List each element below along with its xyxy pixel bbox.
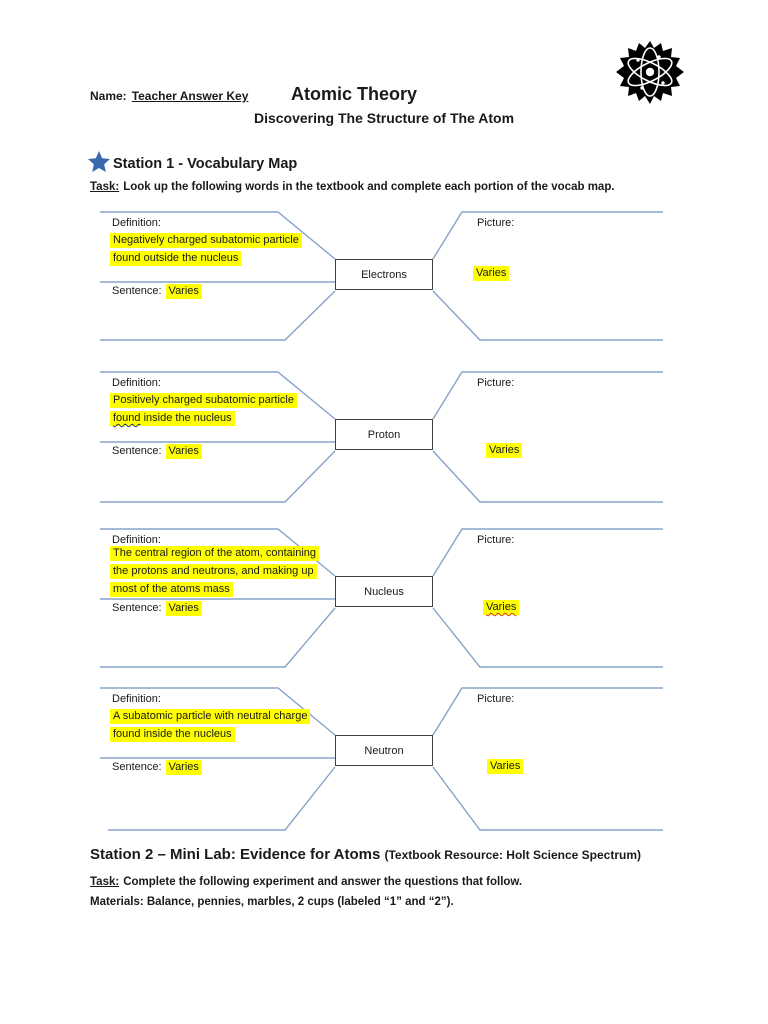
sentence-line: Sentence:Varies bbox=[112, 284, 202, 299]
vocab-connector-lines bbox=[100, 371, 663, 503]
picture-label: Picture: bbox=[477, 693, 515, 705]
picture-label: Picture: bbox=[477, 534, 515, 546]
definition-answer: Positively charged subatomic particle fo… bbox=[110, 393, 297, 430]
definition-line: the protons and neutrons, and making up bbox=[110, 564, 317, 579]
picture-answer: Varies bbox=[486, 443, 523, 458]
station2-heading: Station 2 – Mini Lab: Evidence for Atoms… bbox=[90, 846, 641, 863]
station1-heading: Station 1 - Vocabulary Map bbox=[88, 151, 298, 172]
sentence-answer: Varies bbox=[165, 601, 202, 616]
definition-line: A subatomic particle with neutral charge bbox=[110, 709, 311, 724]
star-icon bbox=[88, 151, 110, 172]
definition-label: Definition: bbox=[112, 217, 161, 229]
term-box: Neutron bbox=[335, 735, 433, 766]
picture-answer: Varies bbox=[483, 600, 520, 615]
page-title: Atomic Theory bbox=[290, 84, 418, 104]
task-label: Task: bbox=[90, 181, 120, 193]
vocab-connector-lines bbox=[100, 687, 663, 831]
name-line: Name: Teacher Answer Key bbox=[90, 89, 248, 103]
definition-label: Definition: bbox=[112, 534, 161, 546]
name-label: Name: bbox=[90, 89, 127, 103]
sentence-label: Sentence: bbox=[112, 285, 162, 297]
definition-line: most of the atoms mass bbox=[110, 582, 233, 597]
definition-answer: Negatively charged subatomic particle fo… bbox=[110, 233, 302, 270]
vocab-connector-lines bbox=[100, 211, 663, 341]
definition-label: Definition: bbox=[112, 693, 161, 705]
sentence-line: Sentence:Varies bbox=[112, 601, 202, 616]
name-value: Teacher Answer Key bbox=[131, 89, 249, 103]
sentence-line: Sentence:Varies bbox=[112, 760, 202, 775]
task-text: Complete the following experiment and an… bbox=[123, 876, 523, 888]
term-label: Electrons bbox=[361, 268, 407, 281]
definition-line: Negatively charged subatomic particle bbox=[110, 233, 302, 248]
page-subtitle: Discovering The Structure of The Atom bbox=[253, 110, 515, 126]
station1-task-line: Task:Look up the following words in the … bbox=[90, 181, 615, 193]
station2-task-line: Task:Complete the following experiment a… bbox=[90, 876, 522, 888]
definition-answer: The central region of the atom, containi… bbox=[110, 546, 320, 601]
station2-heading-paren: (Textbook Resource: Holt Science Spectru… bbox=[384, 848, 642, 862]
vocab-map-nucleus: Nucleus Definition: The central region o… bbox=[0, 520, 768, 680]
term-label: Proton bbox=[367, 428, 401, 441]
term-box: Nucleus bbox=[335, 576, 433, 607]
sentence-answer: Varies bbox=[165, 284, 202, 299]
definition-line: found inside the nucleus bbox=[110, 727, 235, 742]
vocab-map-proton: Proton Definition: Positively charged su… bbox=[0, 363, 768, 523]
definition-answer: A subatomic particle with neutral charge… bbox=[110, 709, 311, 746]
definition-line: found inside the nucleus bbox=[110, 411, 235, 426]
sentence-answer: Varies bbox=[165, 760, 202, 775]
picture-answer: Varies bbox=[487, 759, 524, 774]
vocab-connector-lines bbox=[100, 528, 663, 668]
task-label: Task: bbox=[90, 876, 120, 888]
picture-label: Picture: bbox=[477, 377, 515, 389]
picture-answer-spellcheck: Varies bbox=[483, 600, 520, 615]
term-box: Proton bbox=[335, 419, 433, 450]
vocab-map-neutron: Neutron Definition: A subatomic particle… bbox=[0, 679, 768, 839]
task-text: Look up the following words in the textb… bbox=[123, 181, 615, 193]
definition-line: found outside the nucleus bbox=[110, 251, 242, 266]
picture-label: Picture: bbox=[477, 217, 515, 229]
term-label: Nucleus bbox=[364, 585, 404, 598]
station2-materials-line: Materials: Balance, pennies, marbles, 2 … bbox=[90, 896, 454, 908]
sentence-label: Sentence: bbox=[112, 602, 162, 614]
station2-heading-main: Station 2 – Mini Lab: Evidence for Atoms bbox=[90, 846, 381, 863]
sentence-answer: Varies bbox=[165, 444, 202, 459]
term-box: Electrons bbox=[335, 259, 433, 290]
definition-line: Positively charged subatomic particle bbox=[110, 393, 297, 408]
term-label: Neutron bbox=[364, 744, 404, 757]
definition-label: Definition: bbox=[112, 377, 161, 389]
sentence-label: Sentence: bbox=[112, 761, 162, 773]
vocab-map-electrons: Electrons Definition: Negatively charged… bbox=[0, 203, 768, 363]
sentence-line: Sentence:Varies bbox=[112, 444, 202, 459]
atom-icon bbox=[616, 41, 684, 104]
sentence-label: Sentence: bbox=[112, 445, 162, 457]
spellcheck-squiggle-word: found bbox=[113, 412, 141, 424]
picture-answer: Varies bbox=[473, 266, 510, 281]
definition-line: The central region of the atom, containi… bbox=[110, 546, 320, 561]
station1-heading-text: Station 1 - Vocabulary Map bbox=[113, 155, 298, 172]
